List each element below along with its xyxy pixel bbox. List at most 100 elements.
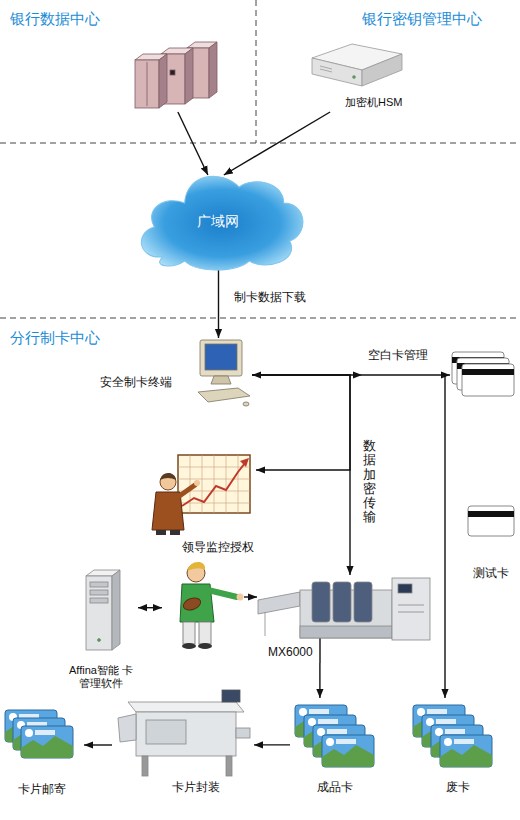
waste-card-stack	[440, 735, 492, 767]
test-card	[468, 511, 514, 517]
node-caption: 领导监控授权	[182, 540, 254, 554]
leader-illustration	[160, 473, 176, 480]
leader-illustration	[152, 455, 250, 535]
product-card-stack	[322, 735, 374, 767]
affina-server	[90, 590, 108, 595]
node-caption: 空白卡管理	[368, 348, 428, 362]
mx6000-machine	[265, 612, 266, 636]
card-packaging-machine	[236, 728, 250, 738]
hsm-device	[320, 69, 332, 72]
affina-server	[90, 598, 108, 603]
mx6000-machine	[258, 578, 430, 640]
operator-illustration	[199, 622, 211, 644]
flow-arrow	[218, 270, 219, 338]
node-caption: 废卡	[446, 780, 470, 794]
affina-server	[98, 639, 101, 642]
flow-arrow	[444, 402, 445, 698]
flow-arrow	[84, 744, 112, 745]
server-rack	[159, 54, 167, 108]
node-caption: 测试卡	[473, 566, 509, 580]
operator-illustration	[187, 562, 205, 571]
terminal-node: 安全制卡终端	[100, 338, 252, 410]
hsm-device	[353, 76, 356, 79]
edge-label: 制卡数据下载	[232, 290, 308, 304]
blank-card-stack	[452, 352, 514, 396]
blank-card-stack	[462, 364, 514, 396]
card-packaging-machine	[128, 702, 244, 712]
cloud-label: 广域网	[130, 213, 305, 230]
mx6000-machine	[333, 582, 351, 622]
card-packaging-machine	[222, 690, 240, 702]
mail-card-stack	[21, 726, 73, 758]
server-rack	[185, 48, 193, 104]
packaging-node: 卡片封装	[112, 690, 254, 800]
mx6000-machine	[300, 626, 392, 638]
leader-illustration	[240, 458, 249, 467]
node-caption: Affina智能 卡管理软件	[66, 664, 136, 690]
flow-arrow	[252, 375, 350, 470]
operator-illustration	[180, 562, 257, 649]
hsm-device	[362, 54, 402, 86]
blank-card-node: 空白卡管理	[362, 345, 515, 402]
card-packaging-machine	[118, 690, 250, 776]
mail-card-stack	[5, 710, 73, 758]
region-heading: 银行数据中心	[10, 10, 100, 28]
mailing-node: 卡片邮寄	[2, 705, 84, 800]
wan-cloud: 广域网	[130, 175, 307, 270]
mx6000-machine	[392, 578, 430, 640]
affina-server	[90, 582, 108, 587]
server-rack	[209, 42, 217, 98]
hsm-node: 银行密钥管理中心加密机HSM	[300, 8, 512, 112]
affina-server	[86, 570, 120, 650]
region-heading: 分行制卡中心	[10, 329, 100, 347]
hsm-device	[312, 58, 362, 86]
affina-server	[112, 570, 120, 650]
leader-illustration	[178, 485, 195, 497]
terminal-computer	[211, 376, 231, 384]
hsm-device	[320, 66, 332, 69]
terminal-computer	[205, 344, 237, 370]
card-packaging-machine	[146, 720, 186, 744]
mx6000-machine	[398, 605, 424, 606]
mx6000-machine	[258, 592, 300, 614]
flow-arrow	[138, 607, 162, 608]
node-caption: MX6000	[268, 645, 313, 659]
data-center-node: 银行数据中心	[8, 8, 222, 112]
region-heading: 银行密钥管理中心	[362, 10, 482, 28]
mx6000-machine	[398, 612, 424, 613]
leader-illustration	[178, 455, 250, 513]
terminal-computer	[198, 340, 250, 406]
product-card-node: 成品卡	[290, 698, 382, 800]
operator-illustration	[208, 590, 237, 597]
waste-card-node: 废卡	[410, 698, 505, 800]
mx6000-machine	[312, 582, 330, 622]
waste-card-stack	[413, 705, 492, 767]
bus-line	[444, 375, 445, 402]
operator-illustration	[183, 622, 195, 644]
flow-arrow	[178, 112, 208, 175]
server-rack	[135, 42, 217, 108]
hsm-device	[312, 44, 402, 86]
flow-arrow	[319, 663, 320, 698]
node-caption: 卡片封装	[172, 780, 220, 794]
operator-illustration	[198, 643, 212, 649]
leader-illustration	[194, 480, 200, 486]
region-divider	[0, 143, 520, 144]
test-card	[468, 506, 514, 536]
region-heading: 加密机HSM	[345, 96, 402, 109]
node-caption: 卡片邮寄	[18, 782, 66, 796]
test-card-node: 测试卡	[466, 503, 516, 585]
affina-server	[86, 576, 112, 650]
card-packaging-machine	[136, 712, 236, 756]
server-rack	[170, 70, 175, 75]
leader-node: 领导监控授权	[150, 452, 256, 556]
operator-illustration	[182, 596, 203, 612]
flow-arrow	[254, 744, 290, 745]
edge-label: 数据加密传输	[362, 438, 377, 526]
bus-line	[319, 638, 320, 663]
operator-illustration	[237, 594, 244, 601]
terminal-computer	[198, 388, 250, 402]
